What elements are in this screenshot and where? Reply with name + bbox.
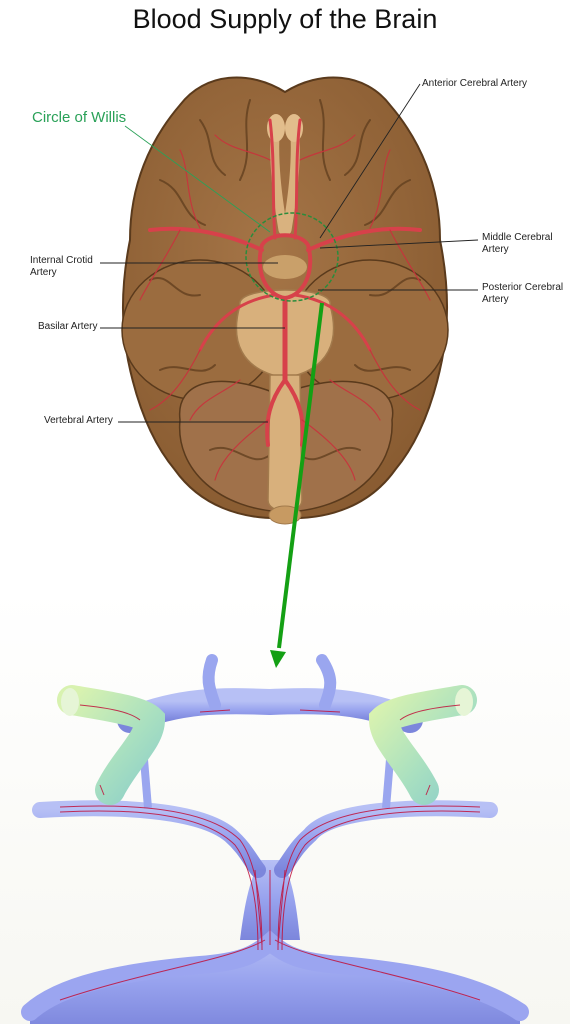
label-internal-carotid-line1: Internal Crotid xyxy=(30,255,93,267)
label-anterior-cerebral-artery: Anterior Cerebral Artery xyxy=(422,78,527,90)
label-circle-of-willis: Circle of Willis xyxy=(32,112,126,124)
label-vertebral-artery: Vertebral Artery xyxy=(44,415,113,427)
page-title: Blood Supply of the Brain xyxy=(0,4,570,35)
label-posterior-cerebral-line1: Posterior Cerebral xyxy=(482,282,563,294)
label-internal-carotid-line2: Artery xyxy=(30,267,93,279)
label-middle-cerebral-line2: Artery xyxy=(482,244,553,256)
label-posterior-cerebral-artery: Posterior Cerebral Artery xyxy=(482,282,563,306)
brain-illustration xyxy=(122,77,448,524)
label-basilar-artery: Basilar Artery xyxy=(38,321,97,333)
label-posterior-cerebral-line2: Artery xyxy=(482,294,563,306)
label-middle-cerebral-line1: Middle Cerebral xyxy=(482,232,553,244)
label-middle-cerebral-artery: Middle Cerebral Artery xyxy=(482,232,553,256)
label-internal-carotid-artery: Internal Crotid Artery xyxy=(30,255,93,279)
